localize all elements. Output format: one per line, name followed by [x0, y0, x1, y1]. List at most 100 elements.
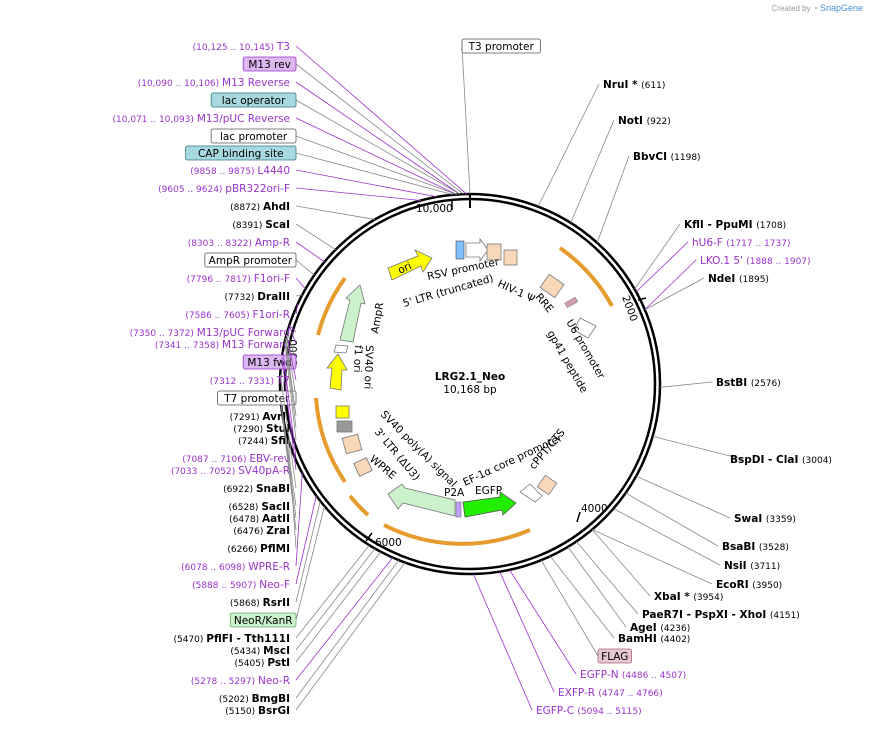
feature-name: NotI: [618, 115, 647, 127]
feature-noti[interactable]: NotI (922): [570, 115, 671, 224]
feature-text: (10,125 .. 10,145) T3: [193, 41, 290, 53]
arc-right-top: [558, 246, 614, 307]
leader-line: [591, 529, 651, 597]
feature-ndei[interactable]: NdeI (1895): [644, 273, 769, 311]
feature-name: BsrGI: [258, 705, 290, 717]
feature-hu6-f[interactable]: hU6-F (1717 .. 1737): [635, 237, 790, 293]
feature-text: PaeR7I - PspXI - XhoI (4151): [642, 609, 800, 621]
leader-line: [596, 155, 630, 243]
feature-draiii[interactable]: (7732) DraIII: [225, 291, 303, 303]
feature-m13-reverse[interactable]: (10,090 .. 10,106) M13 Reverse: [138, 77, 461, 195]
feature-t7-promoter[interactable]: T7 promoter: [217, 334, 297, 406]
feature-name: BamHI: [618, 633, 660, 645]
feature-pflfi-tth111i[interactable]: (5470) PflFI - Tth111I: [173, 544, 370, 645]
feature-nrui[interactable]: NruI * (611): [537, 79, 665, 207]
feature-ebv-rev[interactable]: (7087 .. 7106) EBV-rev: [182, 350, 297, 465]
feature-t3[interactable]: (10,125 .. 10,145) T3: [193, 41, 467, 195]
feature-bbvci[interactable]: BbvCI (1198): [596, 151, 701, 243]
feature-text: (7244) SfiI: [238, 435, 290, 447]
feature-lko-1-5[interactable]: LKO.1 5' (1888 .. 1907): [644, 255, 811, 311]
feature-kfli-ppumi[interactable]: KflI - PpuMI (1708): [634, 219, 787, 290]
feature-text: (5150) BsrGI: [225, 705, 290, 717]
feature-nsii[interactable]: NsiI (3711): [613, 508, 780, 572]
feature-text: (7291) AvrII: [230, 411, 290, 423]
leader-line: [295, 557, 394, 681]
leader-line: [625, 492, 719, 547]
feature-t3-promoter[interactable]: T3 promoter: [461, 38, 541, 195]
feature-m13-puc-reverse[interactable]: (10,071 .. 10,093) M13/pUC Reverse: [113, 113, 457, 195]
feature-rsrii[interactable]: (5868) RsrII: [230, 500, 321, 609]
feature-pbr322ori-f[interactable]: (9605 .. 9624) pBR322ori-F: [158, 183, 421, 201]
leader-line: [295, 135, 457, 195]
leader-line: [295, 506, 325, 621]
leader-line: [549, 555, 615, 639]
feature-lac-promoter[interactable]: lac promoter: [210, 128, 457, 195]
feature-text: (7312 .. 7331) T7: [210, 375, 290, 387]
feature-text: (5868) RsrII: [230, 597, 290, 609]
feature-paer7i-pspxi-xhoi[interactable]: PaeR7I - PspXI - XhoI (4151): [575, 541, 800, 621]
rsv-promoter-feature: [465, 237, 489, 263]
feature-neo-r[interactable]: (5278 .. 5297) Neo-R: [191, 557, 394, 687]
leader-line: [591, 529, 713, 585]
rre-feature: [539, 273, 565, 299]
feature-sv40pa-r[interactable]: (7033 .. 7052) SV40pA-R: [171, 357, 297, 477]
feature-pflmi[interactable]: (6266) PflMI: [227, 439, 297, 555]
arc-left-top: [316, 276, 347, 336]
feature-ampr-promoter[interactable]: AmpR promoter: [204, 252, 315, 276]
feature-name: M13/pUC Reverse: [197, 113, 290, 125]
feature-text: BamHI (4402): [618, 633, 690, 645]
feature-name: CAP binding site: [198, 148, 284, 160]
feature-f1ori-r[interactable]: (7586 .. 7605) F1ori-R: [185, 303, 299, 321]
feature-text: (10,090 .. 10,106) M13 Reverse: [138, 77, 290, 89]
feature-swai[interactable]: SwaI (3359): [636, 475, 796, 525]
feature-text: EcoRI (3950): [716, 579, 782, 591]
feature-neo-f[interactable]: (5888 .. 5907) Neo-F: [192, 495, 317, 591]
feature-l4440[interactable]: (9858 .. 9875) L4440: [190, 165, 438, 198]
feature-egfp-n[interactable]: EGFP-N (4486 .. 4507): [509, 569, 687, 681]
feature-name: M13 rev: [248, 59, 291, 71]
feature-range: (10,090 .. 10,106): [138, 79, 222, 89]
feature-range: (5470): [173, 635, 206, 645]
feature-m13-rev[interactable]: M13 rev: [242, 56, 464, 195]
feature-bsrgi[interactable]: (5150) BsrGI: [225, 562, 406, 717]
feature-f1ori-f[interactable]: (7796 .. 7817) F1ori-F: [187, 273, 306, 290]
feature-range: (1888 .. 1907): [746, 257, 810, 267]
feature-cap-binding-site[interactable]: CAP binding site: [185, 145, 454, 196]
feature-scai[interactable]: (8391) ScaI: [232, 219, 336, 250]
feature-range: (3359): [766, 515, 796, 525]
feature-xbai[interactable]: XbaI * (3954): [591, 529, 723, 603]
feature-bspdi-clai[interactable]: BspDI - ClaI (3004): [652, 435, 832, 466]
feature-ahdi[interactable]: (8872) AhdI: [230, 201, 376, 220]
feature-neor-kanr[interactable]: NeoR/KanR: [229, 506, 325, 628]
feature-msci[interactable]: (5434) MscI: [230, 548, 376, 657]
feature-ecori[interactable]: EcoRI (3950): [591, 529, 782, 591]
feature-agei[interactable]: AgeI (4236): [567, 546, 690, 634]
feature-text: (8391) ScaI: [232, 219, 290, 231]
leader-line: [295, 152, 454, 196]
feature-bamhi[interactable]: BamHI (4402): [549, 555, 690, 645]
feature-name: Neo-F: [259, 579, 290, 591]
tick-4000: 4000: [576, 503, 608, 523]
feature-m13-puc-forward[interactable]: (7350 .. 7372) M13/pUC Forward: [130, 325, 297, 339]
p2a-feature: [455, 501, 462, 518]
feature-wpre-r[interactable]: (6078 .. 6098) WPRE-R: [181, 473, 303, 573]
label-psi: HIV-1 Ψ: [496, 278, 537, 306]
feature-range: (6266): [227, 545, 260, 555]
feature-range: (7732): [225, 293, 258, 303]
feature-psti[interactable]: (5405) PstI: [235, 551, 382, 669]
feature-amp-r[interactable]: (8303 .. 8322) Amp-R: [188, 237, 325, 263]
feature-snabi[interactable]: (6922) SnaBI: [223, 374, 297, 495]
feature-m13-forward[interactable]: (7341 .. 7358) M13 Forward: [155, 325, 297, 351]
arc-bottom: [383, 523, 531, 546]
feature-text: (5434) MscI: [230, 645, 290, 657]
leader-line: [295, 495, 317, 585]
feature-bstbi[interactable]: BstBI (2576): [659, 377, 781, 389]
feature-lac-operator[interactable]: lac operator: [210, 92, 461, 195]
feature-exfp-r[interactable]: EXFP-R (4747 .. 4766): [499, 571, 663, 699]
feature-bsabi[interactable]: BsaBI (3528): [625, 492, 789, 553]
feature-bmgbi[interactable]: (5202) BmgBI: [219, 559, 400, 705]
feature-egfp-c[interactable]: EGFP-C (5094 .. 5115): [472, 573, 642, 717]
leader-line: [295, 169, 438, 198]
feature-text: (7586 .. 7605) F1ori-R: [185, 309, 290, 321]
feature-flag[interactable]: FLAG: [540, 559, 632, 664]
